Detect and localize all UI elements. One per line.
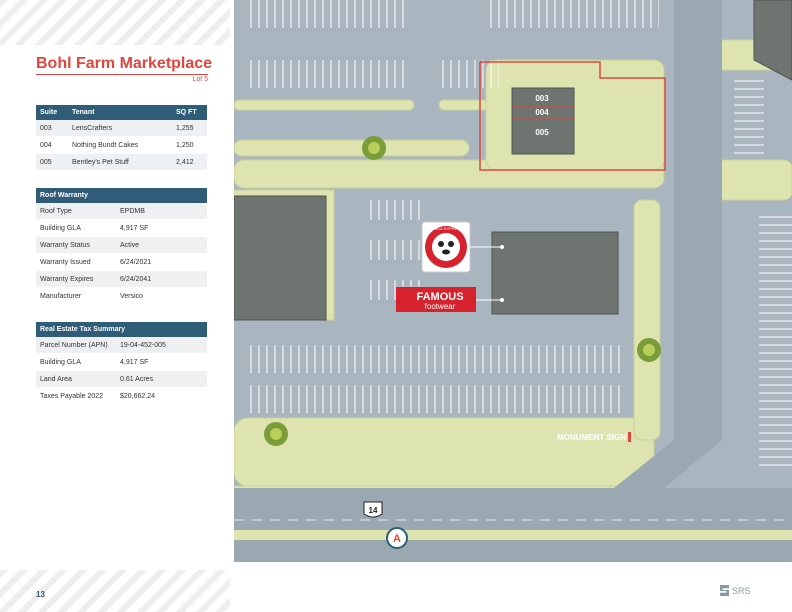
tree-icon bbox=[637, 338, 661, 362]
cell-sqft: 1,250 bbox=[176, 141, 194, 149]
famous-footwear-logo: FAMOUS footwear bbox=[396, 287, 504, 312]
row-value: 0.61 Acres bbox=[120, 375, 154, 383]
footer-stripes bbox=[0, 570, 230, 612]
route-number: 14 bbox=[369, 506, 378, 515]
table-row: Parcel Number (APN) 19-04-452-005 bbox=[36, 337, 207, 354]
page-title: Bohl Farm Marketplace bbox=[36, 55, 213, 72]
cell-sqft: 2,412 bbox=[176, 158, 194, 166]
row-value: 4,917 SF bbox=[120, 224, 149, 232]
monument-sign-label: MONUMENT SIGN bbox=[557, 433, 626, 442]
row-label: Land Area bbox=[40, 375, 72, 383]
table-row: Building GLA 4,917 SF bbox=[36, 220, 207, 237]
row-value: 19-04-452-005 bbox=[120, 341, 166, 349]
header-stripes bbox=[0, 0, 230, 45]
panda-logo-text: PANDA EXPRESS bbox=[429, 226, 463, 231]
header-sqft: SQ FT bbox=[176, 109, 197, 116]
row-label: Roof Type bbox=[40, 207, 72, 215]
roof-warranty-table: Roof Warranty Roof Type EPDMB Building GL… bbox=[36, 188, 207, 305]
tenant-table: Suite Tenant SQ FT 003 LensCrafters 1,25… bbox=[36, 105, 207, 171]
route-shield-icon: 14 bbox=[363, 501, 383, 518]
cell-suite: 003 bbox=[40, 124, 52, 132]
cell-suite: 005 bbox=[40, 158, 52, 166]
table-row: Warranty Status Active bbox=[36, 237, 207, 254]
table-row: Warranty Expires 6/24/2041 bbox=[36, 271, 207, 288]
table-row: Manufacturer Versico bbox=[36, 288, 207, 305]
title-underline bbox=[36, 74, 208, 75]
famous-logo-bottom: footwear bbox=[425, 302, 456, 311]
table-row: Land Area 0.61 Acres bbox=[36, 371, 207, 388]
lot-boundary bbox=[479, 61, 666, 171]
row-value: 6/24/2021 bbox=[120, 258, 152, 266]
monument-sign-marker bbox=[628, 432, 631, 442]
row-value: Versico bbox=[120, 292, 143, 300]
row-label: Manufacturer bbox=[40, 292, 82, 300]
tree-icon bbox=[264, 422, 288, 446]
buildings bbox=[234, 0, 792, 321]
page-number: 13 bbox=[36, 590, 45, 599]
row-label: Warranty Status bbox=[40, 241, 90, 249]
site-plan-map: 003 004 005 PANDA EXPRESS bbox=[234, 0, 792, 562]
row-value: Active bbox=[120, 241, 140, 249]
cell-tenant: LensCrafters bbox=[72, 124, 113, 132]
access-marker-label: A bbox=[393, 533, 401, 545]
brand-name: SRS bbox=[732, 585, 751, 596]
row-label: Parcel Number (APN) bbox=[40, 341, 108, 349]
cell-tenant: Bentley's Pet Stuff bbox=[72, 158, 129, 166]
access-marker: A bbox=[386, 527, 408, 549]
table-row: 004 Nothing Bundt Cakes 1,250 bbox=[36, 137, 207, 154]
page-subtitle: Lot 5 bbox=[192, 76, 208, 83]
suite-label-005: 005 bbox=[535, 128, 549, 137]
subject-building: 003 004 005 bbox=[511, 87, 575, 155]
row-label: Warranty Expires bbox=[40, 275, 94, 283]
table-row: 003 LensCrafters 1,255 bbox=[36, 120, 207, 137]
row-value: 6/24/2041 bbox=[120, 275, 152, 283]
table-row: Building GLA 4,917 SF bbox=[36, 354, 207, 371]
brand-logo: SRS bbox=[720, 585, 751, 596]
tax-summary-header: Real Estate Tax Summary bbox=[36, 322, 207, 337]
tax-summary-table: Real Estate Tax Summary Parcel Number (A… bbox=[36, 322, 207, 405]
header-suite: Suite bbox=[40, 109, 58, 116]
row-value: $20,662.24 bbox=[120, 392, 156, 400]
suite-label-003: 003 bbox=[535, 94, 549, 103]
panda-express-logo: PANDA EXPRESS bbox=[421, 221, 504, 273]
cell-tenant: Nothing Bundt Cakes bbox=[72, 141, 139, 149]
suite-label-004: 004 bbox=[535, 108, 549, 117]
row-value: EPDMB bbox=[120, 207, 145, 215]
table-row: Taxes Payable 2022 $20,662.24 bbox=[36, 388, 207, 405]
parking-stalls bbox=[244, 0, 792, 470]
tree-icon bbox=[362, 136, 386, 160]
row-label: Warranty Issued bbox=[40, 258, 91, 266]
table-row: Warranty Issued 6/24/2021 bbox=[36, 254, 207, 271]
header-tenant: Tenant bbox=[72, 109, 95, 116]
roof-warranty-header: Roof Warranty bbox=[36, 188, 207, 203]
srs-logo-icon bbox=[720, 585, 729, 596]
cell-suite: 004 bbox=[40, 141, 52, 149]
row-label: Building GLA bbox=[40, 358, 81, 366]
row-label: Building GLA bbox=[40, 224, 81, 232]
cell-sqft: 1,255 bbox=[176, 124, 194, 132]
table-row: Roof Type EPDMB bbox=[36, 203, 207, 220]
tenant-table-header: Suite Tenant SQ FT bbox=[36, 105, 207, 120]
row-label: Taxes Payable 2022 bbox=[40, 392, 104, 400]
row-value: 4,917 SF bbox=[120, 358, 149, 366]
famous-logo-top: FAMOUS bbox=[416, 291, 463, 303]
table-row: 005 Bentley's Pet Stuff 2,412 bbox=[36, 154, 207, 171]
